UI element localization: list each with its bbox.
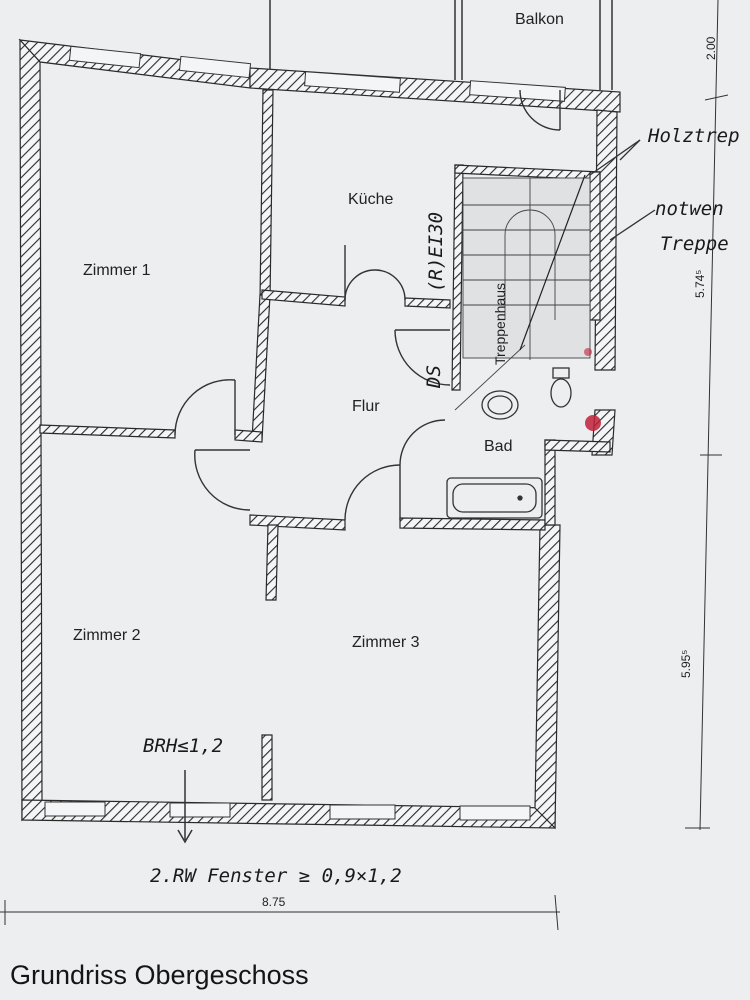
note-ds: DS (423, 365, 445, 389)
door-kueche (344, 269, 406, 301)
label-bad: Bad (484, 438, 512, 455)
label-flur: Flur (352, 398, 380, 415)
windows (44, 45, 566, 821)
door-treppenhaus (394, 329, 451, 386)
red-mark (585, 415, 601, 431)
sink (481, 390, 519, 420)
dim-width: 8.75 (262, 895, 286, 909)
door-zimmer3 (344, 464, 401, 521)
bathtub (446, 477, 543, 519)
label-zimmer2: Zimmer 2 (73, 627, 141, 644)
note-fenster: 2.RW Fenster ≥ 0,9×1,2 (150, 865, 402, 887)
door-zimmer2 (194, 449, 251, 511)
door-zimmer1 (174, 379, 236, 436)
label-balkon: Balkon (515, 11, 564, 28)
note-treppe: Treppe (660, 233, 729, 255)
door-balkon (519, 89, 561, 131)
dim-upper: 5.74⁵ (693, 270, 707, 298)
dimension-lines (0, 0, 729, 931)
walls (18, 38, 621, 830)
plan-title: Grundriss Obergeschoss (10, 960, 309, 990)
balcony (269, 0, 613, 90)
label-treppenhaus: Treppenhaus (492, 283, 508, 365)
red-mark-small (584, 348, 592, 356)
doors (174, 89, 561, 521)
label-zimmer1: Zimmer 1 (83, 262, 151, 279)
label-zimmer3: Zimmer 3 (352, 634, 420, 651)
door-bad (399, 419, 446, 466)
note-holztreppe: Holztrep (647, 125, 740, 147)
staircase (454, 174, 591, 411)
dim-lower: 5.95⁵ (679, 650, 693, 678)
note-rei30: (R)EI30 (425, 212, 447, 292)
note-notwendig: notwen (655, 198, 724, 220)
toilet (550, 367, 572, 408)
label-kueche: Küche (348, 191, 393, 208)
note-brh: BRH≤1,2 (143, 735, 223, 757)
dim-balkon: 2.00 (704, 36, 718, 60)
